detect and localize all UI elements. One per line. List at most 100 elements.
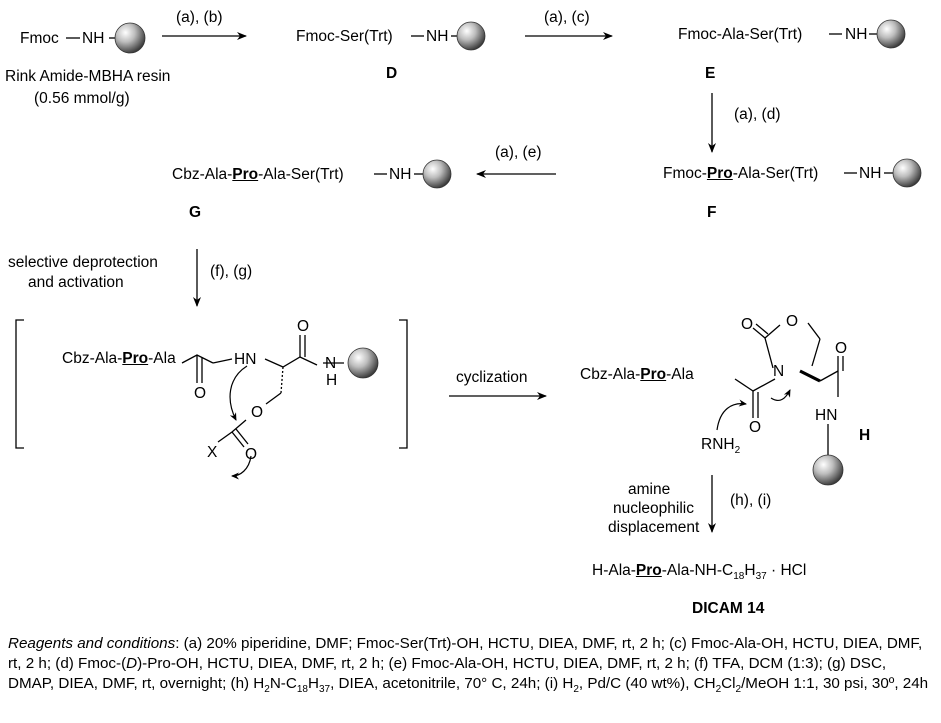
product-name: DICAM 14 xyxy=(692,600,765,617)
compound-e-nh: NH xyxy=(845,26,868,43)
intermediate-o-ester: O xyxy=(251,404,264,421)
footnote-g: Cl xyxy=(721,675,736,692)
compound-f-pro: Pro xyxy=(706,165,733,182)
step5-note2: and activation xyxy=(28,274,124,291)
compound-h-o-ring1: O xyxy=(741,316,754,333)
compound-h-o-acyl: O xyxy=(749,419,762,436)
footnote-c: N-C xyxy=(269,675,297,692)
intermediate-bonds xyxy=(181,335,344,448)
compound-g-prefix: Cbz-Ala- xyxy=(172,166,233,183)
compound-f-prefix: Fmoc- xyxy=(663,165,707,182)
footnote-lead: Reagents and conditions xyxy=(8,635,176,652)
compound-g-label: G xyxy=(189,204,202,221)
start-fmoc: Fmoc xyxy=(20,30,59,47)
compound-h-suffix: -Ala xyxy=(666,366,694,383)
resin-name: Rink Amide-MBHA resin xyxy=(5,68,171,85)
curved-arrow-intermediate-1 xyxy=(229,365,248,421)
compound-h-n: N xyxy=(773,363,785,380)
curved-arrow-intermediate-2 xyxy=(231,455,252,480)
step5-reagents: (f), (g) xyxy=(210,263,253,280)
compound-g-nh: NH xyxy=(389,166,412,183)
amine-text: RNH xyxy=(701,436,735,453)
footnote-f: , Pd/C (40 wt%), CH xyxy=(578,675,716,692)
step7-note3: displacement xyxy=(608,519,700,536)
intermediate-suffix: -Ala xyxy=(148,350,176,367)
intermediate-pro: Pro xyxy=(122,350,149,367)
compound-d-label: D xyxy=(386,65,398,82)
curved-arrow-h-2 xyxy=(770,389,791,402)
step4-reagents: (a), (e) xyxy=(495,144,542,161)
h-structure-bonds xyxy=(734,322,844,455)
step5-note1: selective deprotection xyxy=(8,254,158,271)
footnote-d2: H xyxy=(307,675,319,692)
product-pro: Pro xyxy=(635,562,662,579)
compound-h-label: H xyxy=(859,427,871,444)
compound-f-nh: NH xyxy=(859,165,882,182)
footnote-a: : (a) 20% piperidine, DMF; Fmoc-Ser(Trt)… xyxy=(8,635,923,672)
compound-g-formula: Cbz-Ala-Pro-Ala-Ser(Trt) xyxy=(172,167,344,183)
resin-bead-intermediate xyxy=(347,347,379,379)
intermediate-o-carbonyl: O xyxy=(245,446,258,463)
footnote-ch-sub: 2 xyxy=(715,684,722,696)
compound-f-formula: Fmoc-Pro-Ala-Ser(Trt) xyxy=(663,166,818,182)
footnote-b: )-Pro-OH, HCTU, DIEA, DMF, rt, 2 h; (e) … xyxy=(8,655,887,692)
resin-bead-start xyxy=(114,22,146,54)
intermediate-x: X xyxy=(207,444,218,461)
intermediate-n: N xyxy=(325,355,337,372)
compound-h-hn: HN xyxy=(815,407,838,424)
step6-label: cyclization xyxy=(456,369,528,386)
footnote-h: /MeOH 1:1, 30 psi, 30º, 24h xyxy=(741,675,929,692)
compound-h-formula: Cbz-Ala-Pro-Ala xyxy=(580,367,694,383)
compound-g-pro: Pro xyxy=(232,166,259,183)
compound-d-nh: NH xyxy=(426,28,449,45)
product-formula: H-Ala-Pro-Ala-NH-C18H37 · HCl xyxy=(592,562,807,583)
footnote-cl-sub: 2 xyxy=(735,684,742,696)
curved-arrow-h-1 xyxy=(716,399,747,431)
compound-h-o-amide: O xyxy=(835,340,848,357)
amine-sub: 2 xyxy=(734,445,741,457)
footnote-h-sub: 2 xyxy=(264,684,270,696)
step3-reagents: (a), (d) xyxy=(734,106,781,123)
intermediate-formula: Cbz-Ala-Pro-Ala xyxy=(62,351,176,367)
product-salt: · HCl xyxy=(766,562,807,579)
compound-h-amine: RNH2 xyxy=(701,436,741,457)
intermediate-hn: HN xyxy=(234,351,257,368)
resin-bead-e xyxy=(876,19,906,49)
footnote-c-sub1: 18 xyxy=(296,684,308,696)
step2-reagents: (a), (c) xyxy=(544,9,590,26)
resin-bead-g xyxy=(422,159,452,189)
reagents-footnote: Reagents and conditions: (a) 20% piperid… xyxy=(8,634,933,696)
footnote-e: , DIEA, acetonitrile, 70° C, 24h; (i) H xyxy=(330,675,574,692)
footnote-c-sub2: 37 xyxy=(318,684,331,696)
footnote-i-sub: 2 xyxy=(573,684,579,696)
compound-e-label: E xyxy=(705,65,716,82)
compound-h-prefix: Cbz-Ala- xyxy=(580,366,641,383)
bracket-left xyxy=(15,319,24,449)
resin-loading: (0.56 mmol/g) xyxy=(34,90,130,107)
intermediate-o-top: O xyxy=(297,318,310,335)
compound-h-pro: Pro xyxy=(640,366,667,383)
step7-note2: nucleophilic xyxy=(613,500,694,517)
start-nh: NH xyxy=(82,30,105,47)
step7-note1: amine xyxy=(628,481,671,498)
intermediate-o-bottom: O xyxy=(194,385,207,402)
intermediate-h: H xyxy=(326,372,338,389)
resin-bead-h xyxy=(812,454,844,486)
step7-reagents: (h), (i) xyxy=(730,492,772,509)
resin-bead-f xyxy=(892,158,922,188)
compound-e-formula: Fmoc-Ala-Ser(Trt) xyxy=(678,26,803,43)
product-prefix: H-Ala- xyxy=(592,562,636,579)
product-sub2: 37 xyxy=(755,571,767,583)
intermediate-prefix: Cbz-Ala- xyxy=(62,350,123,367)
footnote-d: D xyxy=(126,655,138,672)
compound-h-o-ring2: O xyxy=(786,313,799,330)
product-sub1: 18 xyxy=(733,571,745,583)
compound-f-label: F xyxy=(707,204,717,221)
product-mid: -Ala-NH-C xyxy=(661,562,734,579)
resin-bead-d xyxy=(456,21,486,51)
bracket-right xyxy=(399,319,408,449)
product-mid2: H xyxy=(744,562,756,579)
step1-reagents: (a), (b) xyxy=(176,9,223,26)
compound-g-suffix: -Ala-Ser(Trt) xyxy=(258,166,344,183)
